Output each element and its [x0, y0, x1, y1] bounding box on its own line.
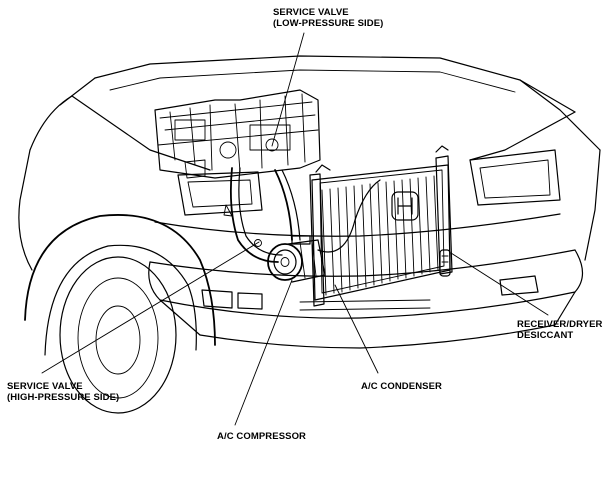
label-service-valve-low: SERVICE VALVE (LOW-PRESSURE SIDE) — [273, 7, 383, 29]
hvac-unit — [154, 89, 321, 179]
leader-lines — [41, 32, 549, 426]
label-service-valve-high: SERVICE VALVE (HIGH-PRESSURE SIDE) — [7, 381, 119, 403]
label-condenser: A/C CONDENSER — [361, 381, 442, 392]
refrigerant-hoses — [223, 167, 381, 263]
label-receiver-dryer: RECEIVER/DRYER DESICCANT — [517, 319, 603, 341]
leader-service-valve-high — [41, 241, 260, 374]
label-compressor: A/C COMPRESSOR — [217, 431, 306, 442]
label-receiver-dryer-line1: RECEIVER/DRYER — [517, 319, 603, 330]
leader-receiver-dryer — [450, 252, 549, 316]
label-service-valve-low-line1: SERVICE VALVE — [273, 7, 349, 18]
leader-service-valve-low — [271, 32, 305, 147]
label-service-valve-low-line2: (LOW-PRESSURE SIDE) — [273, 18, 384, 29]
label-compressor-line1: A/C COMPRESSOR — [217, 431, 307, 442]
label-service-valve-high-line1: SERVICE VALVE — [7, 381, 83, 392]
label-service-valve-high-line2: (HIGH-PRESSURE SIDE) — [7, 392, 120, 403]
label-condenser-line1: A/C CONDENSER — [361, 381, 443, 392]
leader-compressor — [234, 279, 293, 426]
label-receiver-dryer-line2: DESICCANT — [517, 330, 574, 341]
ac-condenser — [309, 145, 453, 307]
vehicle-body — [18, 55, 601, 414]
leader-condenser — [334, 284, 379, 374]
receiver-dryer — [439, 249, 451, 277]
